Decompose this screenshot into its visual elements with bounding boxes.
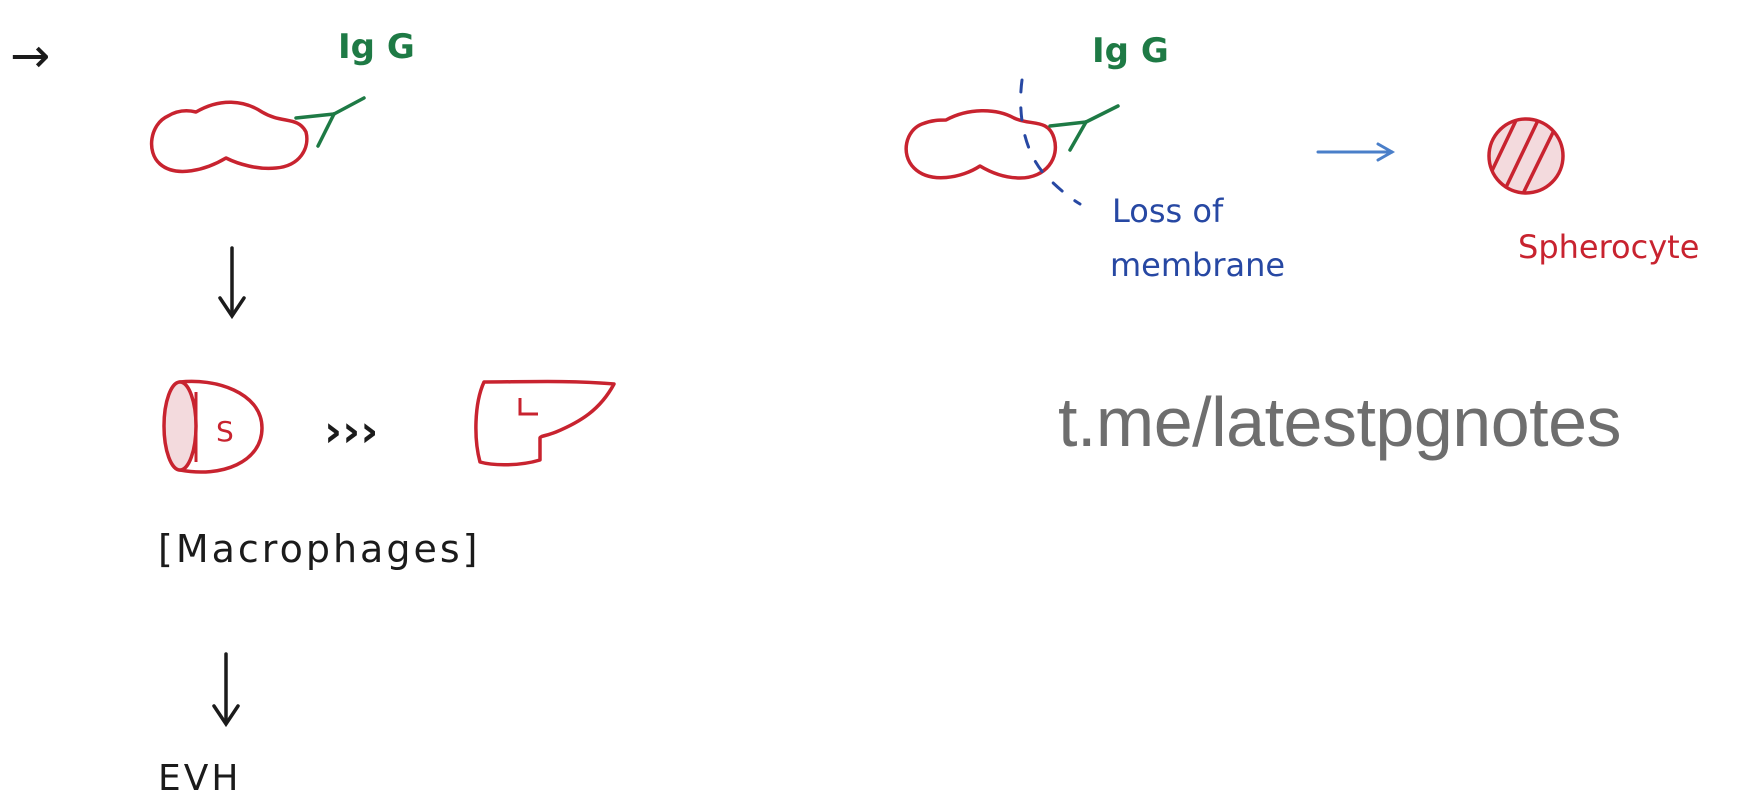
y-antibody-icon (294, 96, 366, 148)
transition-arrow (1316, 142, 1396, 162)
down-arrow-2 (212, 652, 240, 728)
biconcave-rbc-icon (149, 100, 309, 174)
y-antibody-icon (1048, 104, 1120, 152)
watermark-text: t.me/latestpgnotes (1058, 383, 1622, 461)
igg-label-right: Ig G (1092, 31, 1169, 71)
loss-of-membrane-line1: Loss of (1112, 192, 1224, 230)
evh-label: EVH (158, 758, 241, 799)
hatched-circle-icon (1487, 117, 1565, 195)
lead-arrow: → (10, 28, 50, 84)
loss-of-membrane-line2: membrane (1110, 246, 1285, 284)
membrane-cut-dashed-line (1019, 78, 1082, 206)
spleen-letter: S (216, 415, 234, 448)
biconcave-rbc-icon (904, 109, 1058, 180)
greater-than-marks: ››› (324, 406, 378, 457)
spherocyte-label: Spherocyte (1518, 228, 1699, 266)
spleen-icon (162, 379, 264, 474)
down-arrow-1 (218, 246, 246, 320)
liver-icon (474, 379, 616, 467)
macrophages-label: [Macrophages] (158, 527, 480, 571)
igg-label-left: Ig G (338, 27, 415, 67)
